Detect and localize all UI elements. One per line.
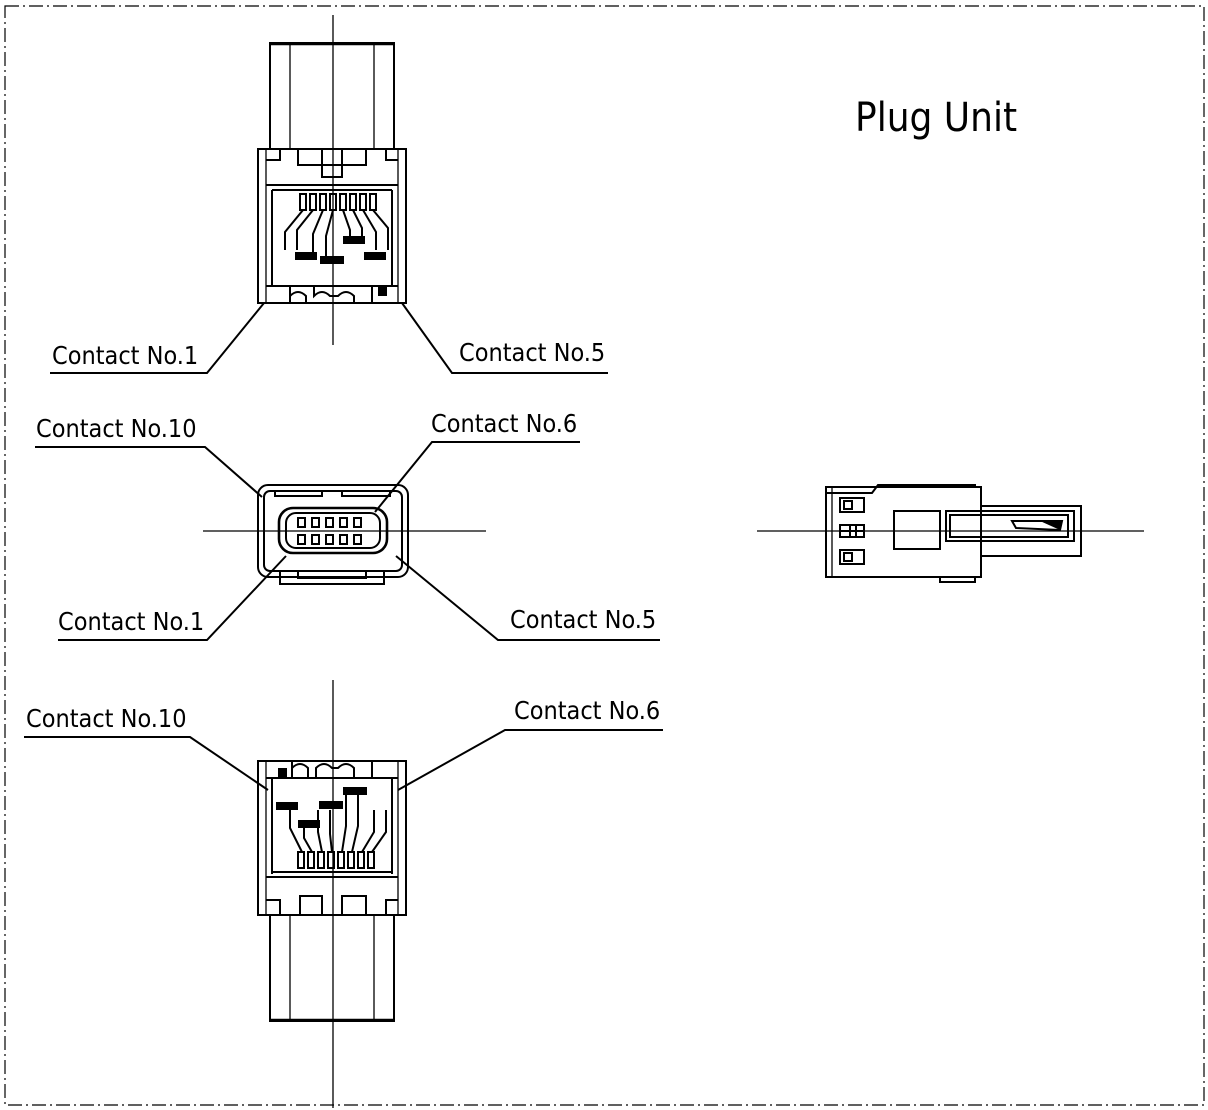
side-view <box>757 484 1144 583</box>
top-view-contact-1-label: Contact No.1 <box>52 341 198 370</box>
bottom-view-contact-10-label: Contact No.10 <box>26 704 187 733</box>
front-view <box>35 441 660 641</box>
front-view-contact-5-label: Contact No.5 <box>510 605 656 634</box>
bottom-view-contact-6-label: Contact No.6 <box>514 696 660 725</box>
front-view-contact-6-label: Contact No.6 <box>431 409 577 438</box>
drawing-title: Plug Unit <box>855 95 1017 141</box>
bottom-view <box>24 680 663 1108</box>
top-view <box>50 15 608 374</box>
front-view-contact-10-label: Contact No.10 <box>36 414 197 443</box>
top-view-contact-5-label: Contact No.5 <box>459 338 605 367</box>
front-view-contact-1-label: Contact No.1 <box>58 607 204 636</box>
